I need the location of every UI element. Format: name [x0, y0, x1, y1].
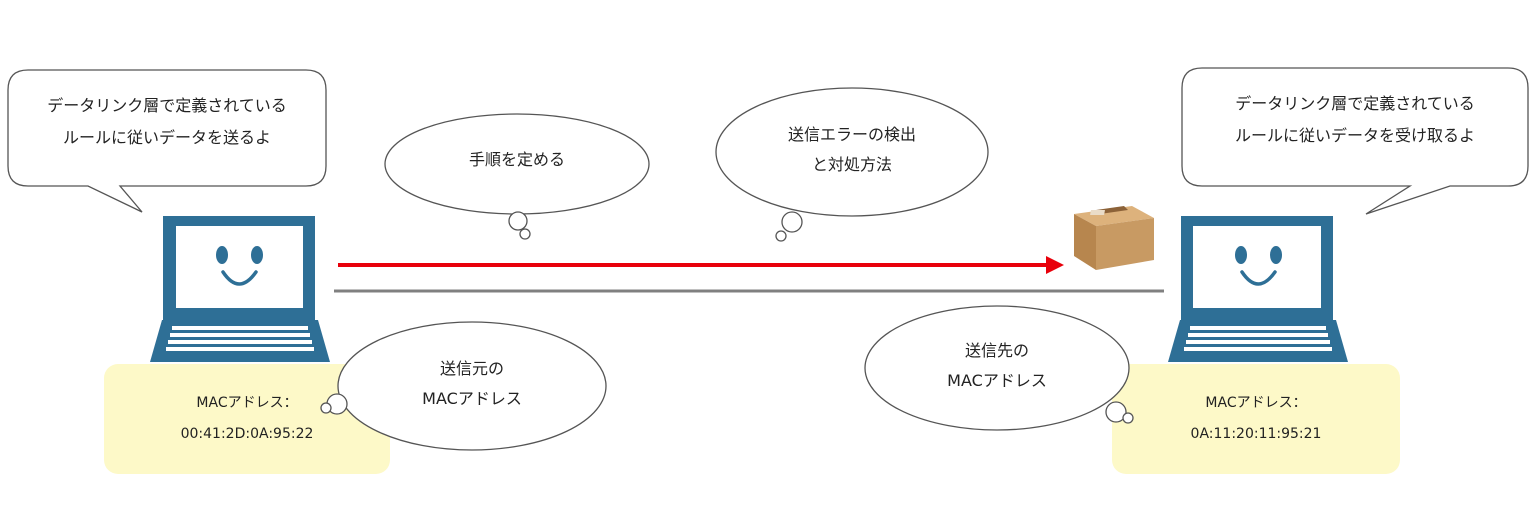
sender-laptop	[150, 216, 330, 362]
thought-error-handling-line-1: 送信エラーの検出	[787, 125, 916, 144]
receiver-speech-line-1: データリンク層で定義されている	[1235, 94, 1475, 113]
thought-cloud-source-mac	[320, 321, 607, 451]
receiver-mac-label: MACアドレス：	[1205, 395, 1307, 411]
thought-source-mac-line-2: MACアドレス	[422, 389, 522, 409]
sender-mac-text: MACアドレス： 00:41:2D:0A:95:22	[104, 388, 390, 450]
receiver-laptop	[1168, 216, 1348, 362]
thought-cloud-destination-mac	[864, 305, 1134, 431]
receiver-speech-text: データリンク層で定義されている ルールに従いデータを受け取るよ	[1182, 88, 1528, 152]
sender-speech-line-1: データリンク層で定義されている	[47, 96, 287, 115]
receiver-speech-bubble	[1181, 67, 1529, 215]
thought-destination-mac-line-1: 送信先の	[964, 341, 1029, 360]
thought-procedure-text: 手順を定める	[407, 145, 627, 175]
sender-speech-text: データリンク層で定義されている ルールに従いデータを送るよ	[8, 90, 326, 154]
data-transfer-arrow	[338, 256, 1064, 274]
sender-speech-bubble	[7, 69, 327, 213]
thought-cloud-procedure	[384, 113, 650, 240]
package-icon	[1074, 206, 1154, 270]
sender-speech-line-2: ルールに従いデータを送るよ	[62, 128, 271, 147]
receiver-speech-line-2: ルールに従いデータを受け取るよ	[1234, 126, 1475, 145]
thought-destination-mac-text: 送信先の MACアドレス	[887, 336, 1107, 397]
receiver-mac-box	[1112, 364, 1400, 474]
thought-error-handling-line-2: と対処方法	[811, 155, 892, 175]
sender-mac-box	[104, 364, 390, 474]
thought-destination-mac-line-2: MACアドレス	[947, 371, 1047, 391]
sender-mac-label: MACアドレス：	[196, 395, 298, 411]
thought-cloud-error-handling	[715, 87, 989, 242]
thought-error-handling-text: 送信エラーの検出 と対処方法	[742, 120, 962, 181]
thought-source-mac-text: 送信元の MACアドレス	[362, 354, 582, 415]
receiver-mac-value: 0A:11:20:11:95:21	[1190, 425, 1322, 442]
thought-procedure-line-1: 手順を定める	[468, 150, 565, 169]
sender-mac-value: 00:41:2D:0A:95:22	[180, 425, 314, 442]
thought-source-mac-line-1: 送信元の	[439, 359, 504, 378]
receiver-mac-text: MACアドレス： 0A:11:20:11:95:21	[1112, 388, 1400, 450]
